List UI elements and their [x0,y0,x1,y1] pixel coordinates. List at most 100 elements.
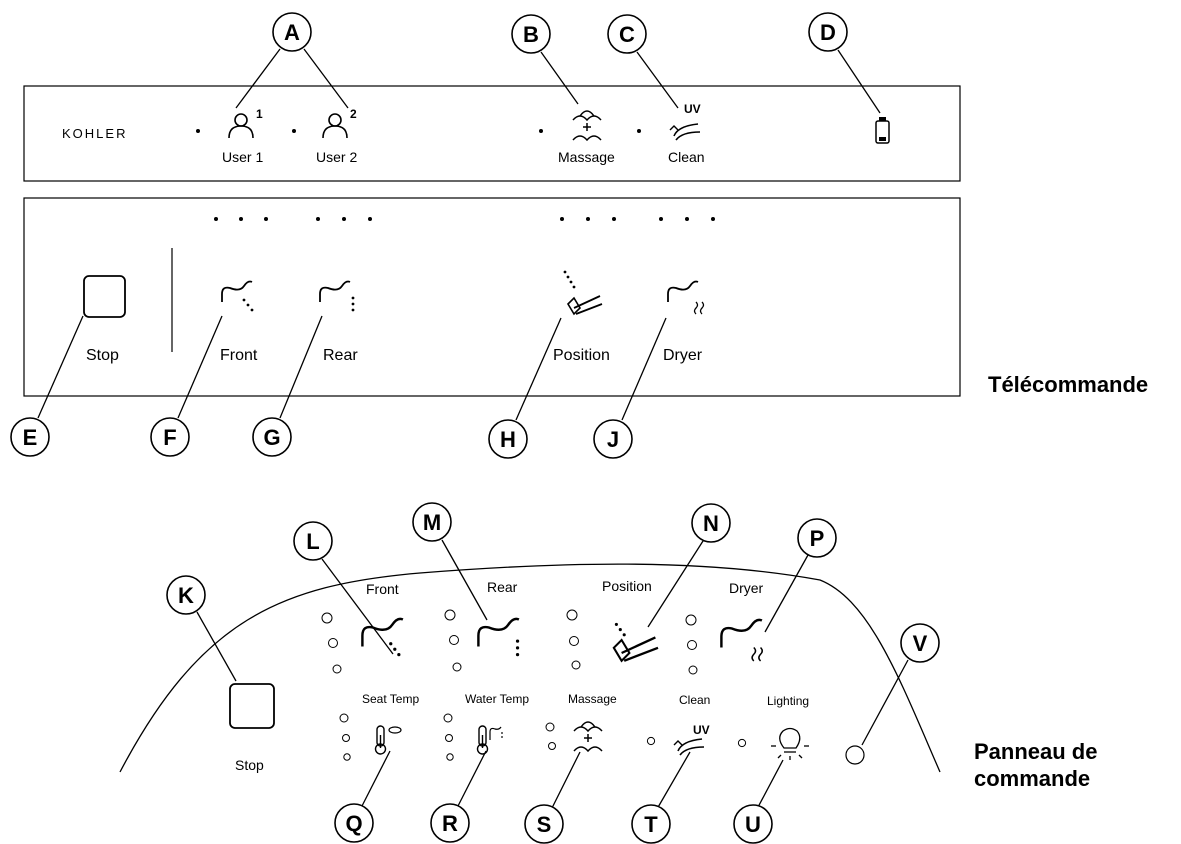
sensor-light [845,745,865,765]
callout-J: J [593,419,633,459]
dryer-icon [720,618,764,662]
panel-clean-button[interactable]: UV [673,723,710,756]
rear-wash-icon [319,280,355,312]
water-temp-label: Water Temp [465,692,529,706]
stop-button[interactable]: Stop [83,275,126,364]
position-label: Position [553,347,610,364]
svg-text:N: N [703,511,719,536]
indicator-dot [637,129,641,133]
remote-title: Télécommande [988,372,1148,397]
seat-outline [119,563,941,773]
clean-label: Clean [679,693,710,707]
user-1-button[interactable]: 1 User 1 [222,107,263,165]
dryer-label: Dryer [663,347,703,364]
svg-text:G: G [263,425,280,450]
callout-K: K [166,575,206,615]
svg-text:K: K [178,583,194,608]
svg-text:F: F [163,425,176,450]
front-wash-icon [221,280,254,312]
svg-text:E: E [23,425,38,450]
clean-indicator-light [646,736,656,746]
callout-M: M [412,502,452,542]
stop-button-icon [83,275,126,318]
user-2-button[interactable]: 2 User 2 [316,107,357,165]
position-level-dots [560,217,616,221]
callout-S: S [524,804,564,844]
wand-position-icon [563,270,603,315]
svg-text:P: P [810,526,825,551]
rear-level-dots [316,217,372,221]
seat-temp-indicator-lights [339,713,351,761]
water-temperature-icon [476,725,503,755]
seat-temperature-icon [374,725,402,755]
front-wash-button[interactable]: Front [220,280,258,365]
callout-leader-lines [37,48,909,810]
panel-stop-button[interactable]: Stop [229,683,275,773]
callout-H: H [488,419,528,459]
svg-text:C: C [619,22,635,47]
position-button[interactable]: Position [553,270,610,364]
lighting-label: Lighting [767,694,809,708]
panel-front-label: Front [366,581,399,597]
callout-C: C [607,14,647,54]
clean-label: Clean [668,149,705,165]
callout-B: B [511,14,551,54]
uv-badge: UV [684,102,701,116]
lighting-button[interactable] [771,727,809,761]
user-2-label: User 2 [316,149,357,165]
user-icon [228,113,254,139]
panel-massage-button[interactable] [573,721,603,752]
front-level-dots [214,217,268,221]
massage-indicator-lights [545,722,556,750]
rear-wash-icon [477,617,521,657]
rear-indicator-lights [444,609,462,672]
rear-wash-button[interactable]: Rear [319,280,358,365]
indicator-dot [292,129,296,133]
position-indicator-lights [566,609,581,670]
kohler-logo: KOHLER [62,126,127,141]
svg-text:V: V [913,631,928,656]
massage-icon [573,721,603,752]
callout-F: F [150,417,190,457]
battery-icon [875,117,890,144]
panel-rear-label: Rear [487,579,518,595]
panel-rear-button[interactable] [477,617,521,657]
svg-text:A: A [284,20,300,45]
seat-temp-label: Seat Temp [362,692,419,706]
callout-V: V [900,623,940,663]
panel-title-line1: Panneau de [974,739,1097,764]
panel-dryer-label: Dryer [729,580,764,596]
uv-badge: UV [693,723,710,737]
panel-position-button[interactable] [612,622,660,662]
user-2-superscript: 2 [350,107,357,121]
indicator-dot [539,129,543,133]
callout-R: R [430,803,470,843]
clean-button[interactable]: UV Clean [668,102,705,165]
panel-dryer-button[interactable] [720,618,764,662]
massage-label: Massage [558,149,615,165]
dryer-icon [667,280,705,315]
dryer-level-dots [659,217,715,221]
light-bulb-icon [771,727,809,760]
svg-text:U: U [745,812,761,837]
callout-N: N [691,503,731,543]
massage-button[interactable]: Massage [558,110,615,165]
callout-P: P [797,518,837,558]
svg-text:S: S [537,812,552,837]
remote-top-panel [23,85,961,182]
user-1-label: User 1 [222,149,263,165]
panel-front-button[interactable] [361,617,405,657]
callout-A: A [272,12,312,52]
callout-L: L [293,521,333,561]
dryer-button[interactable]: Dryer [663,280,705,365]
svg-text:Q: Q [345,811,362,836]
svg-text:J: J [607,427,619,452]
seat-temp-button[interactable] [374,725,402,755]
water-temp-button[interactable] [476,725,503,755]
front-label: Front [220,347,258,364]
remote-bottom-panel [23,197,961,397]
user-icon [322,113,348,139]
panel-position-label: Position [602,578,652,594]
rear-label: Rear [323,347,358,364]
